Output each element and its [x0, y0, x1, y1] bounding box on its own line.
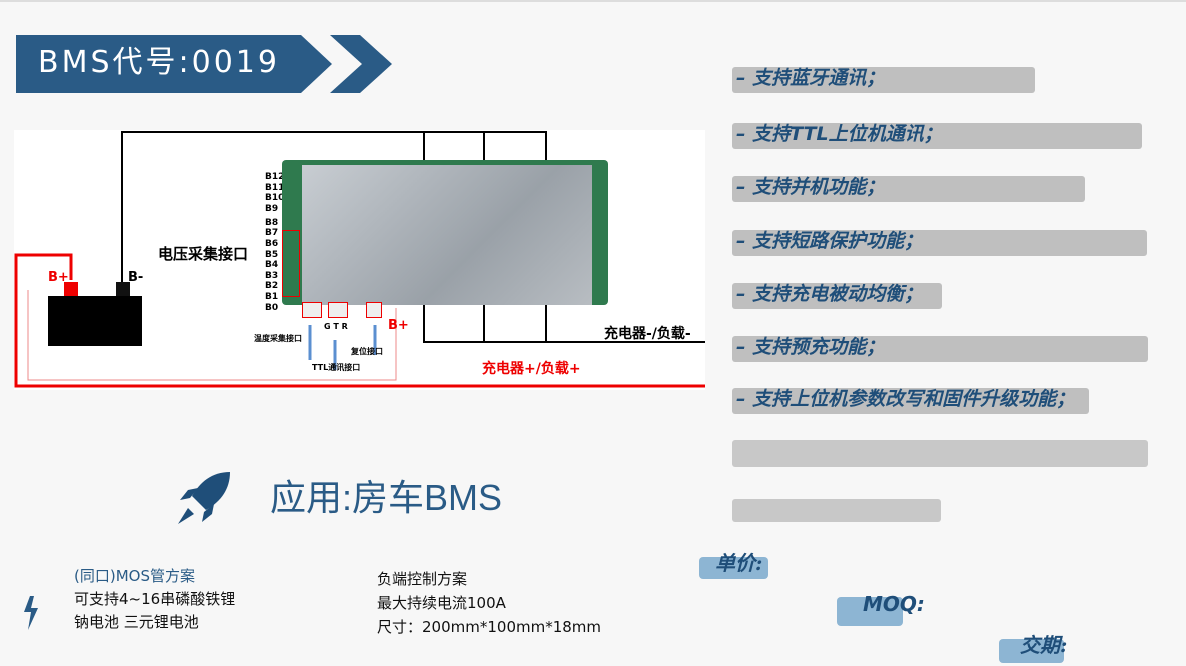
- feature-text: – 支持预充功能；: [736, 336, 886, 358]
- cell-label: B11: [265, 182, 285, 193]
- gtr-label: G T R: [324, 322, 348, 331]
- spec-line: 尺寸：200mm*100mm*18mm: [377, 618, 602, 636]
- chevron-icon: [330, 35, 392, 93]
- spec-line: 负端控制方案: [377, 570, 468, 588]
- feature-text: – 支持并机功能；: [736, 176, 886, 198]
- feature-item: – 支持短路保护功能；: [732, 230, 1147, 256]
- reset-port-label: 复位接口: [351, 347, 383, 356]
- cell-label: B2: [265, 281, 279, 292]
- ttl-connector: [328, 302, 348, 318]
- unit-price-label: 单价:: [715, 551, 763, 575]
- feature-text: – 支持TTL上位机通讯；: [736, 123, 943, 145]
- cell-label: B5: [265, 249, 279, 260]
- ttl-port-label: TTL通讯接口: [312, 363, 361, 372]
- lightning-icon: [24, 596, 38, 630]
- lead-time-label: 交期:: [1020, 633, 1068, 657]
- placeholder-bar: [732, 440, 1148, 467]
- lead-time-tag-bg: [999, 639, 1064, 663]
- feature-text: – 支持短路保护功能；: [736, 230, 924, 252]
- feature-item: – 支持TTL上位机通讯；: [732, 123, 1142, 149]
- cell-label: B9: [265, 203, 279, 214]
- cell-labels: B12 B11 B10 B9 B8 B7 B6 B5 B4 B3 B2 B1 B…: [265, 172, 285, 313]
- wiring-lines: [14, 131, 705, 388]
- voltage-connector: [282, 230, 300, 297]
- feature-item: – 支持充电被动均衡；: [732, 283, 942, 309]
- moq-tag-bg: [837, 597, 903, 626]
- cell-label: B1: [265, 291, 279, 302]
- application-label: 应用:房车BMS: [270, 477, 503, 518]
- charger-minus-label: 充电器-/负载-: [604, 326, 691, 342]
- feature-item: – 支持并机功能；: [732, 176, 1085, 202]
- cell-label: B6: [265, 238, 279, 249]
- feature-item: – 支持蓝牙通讯；: [732, 67, 1035, 93]
- specs-left: (同口)MOS管方案 可支持4~16串磷酸铁锂 钠电池 三元锂电池: [74, 565, 235, 634]
- cell-label: B8: [265, 217, 279, 228]
- battery-minus-label: B-: [128, 270, 144, 285]
- rocket-icon: [178, 472, 230, 524]
- feature-item: – 支持预充功能；: [732, 336, 1148, 362]
- page-title: BMS代号:0019: [16, 35, 332, 93]
- placeholder-bar: [732, 499, 941, 522]
- cell-label: B10: [265, 193, 285, 204]
- cell-label: B12: [265, 172, 285, 182]
- mos-scheme: (同口)MOS管方案: [74, 567, 195, 585]
- cell-label: B7: [265, 228, 279, 239]
- spec-line: 钠电池 三元锂电池: [74, 613, 199, 631]
- charger-plus-label: 充电器+/负载+: [482, 361, 581, 377]
- reset-connector: [366, 302, 382, 318]
- cell-label: B0: [265, 302, 279, 313]
- feature-text: – 支持充电被动均衡；: [736, 283, 924, 305]
- battery-plus-label: B+: [48, 270, 69, 285]
- voltage-port-label: 电压采集接口: [158, 245, 249, 263]
- spec-line: 可支持4~16串磷酸铁锂: [74, 590, 236, 608]
- feature-text: – 支持蓝牙通讯；: [736, 67, 886, 89]
- spec-line: 最大持续电流100A: [377, 594, 506, 612]
- bms-board-photo: [282, 160, 608, 318]
- heatsink-plate: [302, 165, 592, 305]
- feature-item: – 支持上位机参数改写和固件升级功能；: [732, 388, 1089, 414]
- temp-port-label: 温度采集接口: [254, 334, 302, 343]
- cell-label: B3: [265, 270, 279, 281]
- moq-label: MOQ:: [863, 592, 925, 616]
- feature-text: – 支持上位机参数改写和固件升级功能；: [736, 388, 1076, 410]
- board-bplus-label: B+: [388, 318, 409, 333]
- wiring-diagram: B+ B- 电压采集接口 B12 B11 B10 B9 B8 B7 B6 B5 …: [14, 130, 705, 390]
- cell-label: B4: [265, 260, 279, 271]
- price-tag-bg: [699, 557, 768, 579]
- temp-connector: [302, 302, 322, 318]
- specs-right: 负端控制方案 最大持续电流100A 尺寸：200mm*100mm*18mm: [377, 567, 601, 639]
